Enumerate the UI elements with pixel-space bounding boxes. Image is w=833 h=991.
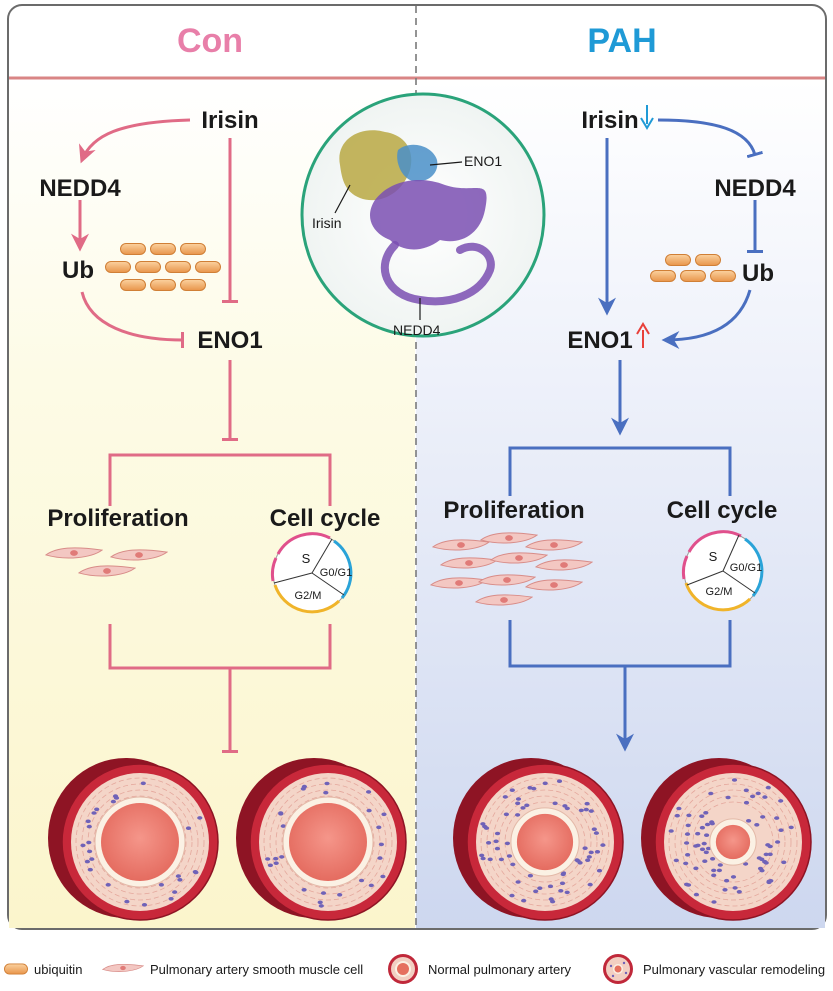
pah-title: PAH — [587, 22, 656, 60]
con-pathway — [71, 118, 332, 753]
pah-branch-top — [508, 446, 732, 496]
pah-irisin-label: Irisin — [581, 107, 638, 134]
con-nedd4-label: NEDD4 — [39, 175, 121, 202]
con-eno1-label: ENO1 — [197, 327, 262, 354]
con-branch-bottom — [108, 624, 332, 670]
pah-ub-to-eno1-arrow — [661, 289, 752, 349]
legend-normal-artery-icon — [388, 954, 418, 984]
con-cycle-g0g1: G0/G1 — [320, 567, 352, 579]
con-title: Con — [177, 22, 243, 60]
legend-ubiquitin-label: ubiquitin — [34, 962, 82, 977]
protein-irisin-label: Irisin — [312, 215, 342, 231]
pah-cycle-s: S — [709, 549, 718, 564]
eno1-up-arrow — [636, 322, 650, 348]
legend-smc-icon — [102, 963, 144, 973]
protein-eno1-label: ENO1 — [464, 153, 502, 169]
pah-eno1-label: ENO1 — [567, 327, 632, 354]
protein-nedd4-label: NEDD4 — [393, 322, 441, 338]
pah-proliferation-label: Proliferation — [443, 497, 584, 524]
protein-structure: ENO1 Irisin NEDD4 — [300, 92, 546, 338]
con-irisin-label: Irisin — [201, 107, 258, 134]
con-cell-cycle-label: Cell cycle — [270, 505, 381, 532]
con-vessel-2 — [236, 758, 407, 921]
pah-irisin-inhibits-nedd4 — [657, 118, 763, 159]
pah-cycle-g0g1: G0/G1 — [730, 562, 762, 574]
vessel-cross-sections — [48, 758, 812, 921]
con-proliferation-label: Proliferation — [47, 505, 188, 532]
con-branch-top — [108, 453, 332, 506]
pah-branch-bottom — [508, 620, 732, 668]
con-vessel-1 — [48, 758, 219, 921]
con-cycle-g2m: G2/M — [295, 590, 322, 602]
con-cycle-s: S — [302, 551, 311, 566]
pah-cell-cycle-label: Cell cycle — [667, 497, 778, 524]
pah-cell-cycle-wheel: S G0/G1 G2/M — [681, 530, 764, 612]
legend-remodeling-icon — [603, 954, 633, 984]
pah-nedd4-label: NEDD4 — [714, 175, 796, 202]
legend-ubiquitin-icon — [4, 963, 28, 975]
con-irisin-to-nedd4-arrow — [79, 118, 191, 164]
legend-smc-label: Pulmonary artery smooth muscle cell — [150, 962, 363, 977]
irisin-down-arrow — [640, 105, 654, 130]
con-ub-inhibits-eno1 — [80, 291, 185, 349]
pah-vessel-2 — [641, 758, 812, 921]
pah-pathway — [508, 118, 763, 752]
con-ub-label: Ub — [62, 257, 94, 284]
pah-cycle-g2m: G2/M — [706, 586, 733, 598]
legend-normal-label: Normal pulmonary artery — [428, 962, 572, 977]
con-cell-cycle-wheel: S G0/G1 G2/M — [270, 532, 353, 614]
pah-vessel-1 — [453, 758, 624, 921]
legend: ubiquitin Pulmonary artery smooth muscle… — [4, 954, 825, 984]
pah-ub-label: Ub — [742, 260, 774, 287]
legend-remodeling-label: Pulmonary vascular remodeling — [643, 962, 825, 977]
